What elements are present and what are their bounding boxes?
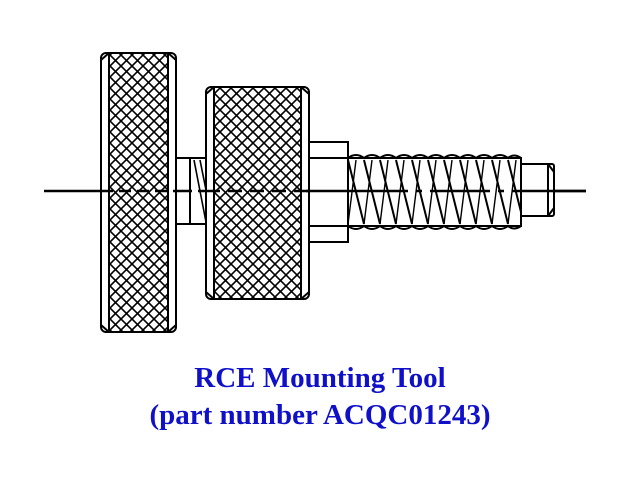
shank: [171, 157, 209, 225]
tool-diagram: [44, 52, 586, 333]
caption-title: RCE Mounting Tool: [194, 362, 446, 394]
small-knurled-knob: [205, 86, 310, 300]
screw-tip: [518, 163, 586, 217]
threaded-shaft: [347, 154, 522, 230]
large-knurled-knob: [100, 52, 177, 333]
caption-part-number: (part number ACQC01243): [149, 399, 491, 431]
